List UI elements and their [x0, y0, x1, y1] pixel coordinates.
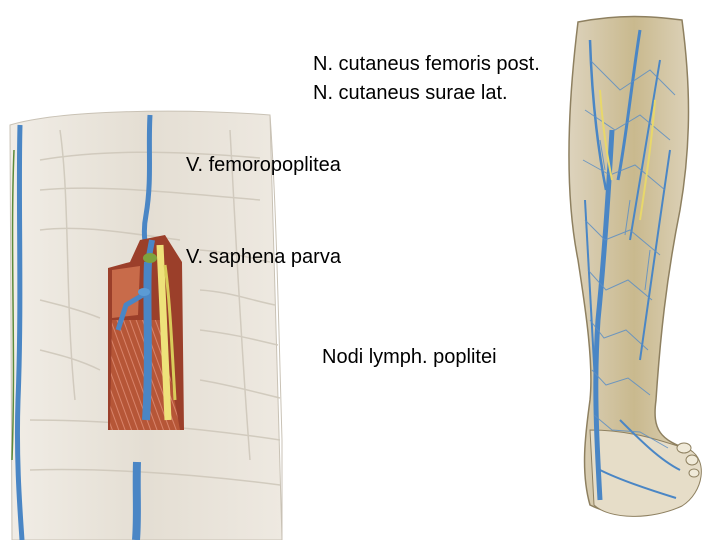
label-v-saphena-parva: V. saphena parva	[186, 246, 341, 268]
label-n-cutaneus-surae-lat: N. cutaneus surae lat.	[313, 82, 508, 104]
label-n-cutaneus-femoris-post: N. cutaneus femoris post.	[313, 53, 540, 75]
label-nodi-lymph-poplitei: Nodi lymph. poplitei	[322, 346, 497, 368]
label-v-femoropoplitea: V. femoropoplitea	[186, 154, 341, 176]
popliteal-dissection	[9, 110, 283, 541]
posterior-leg	[568, 15, 702, 517]
